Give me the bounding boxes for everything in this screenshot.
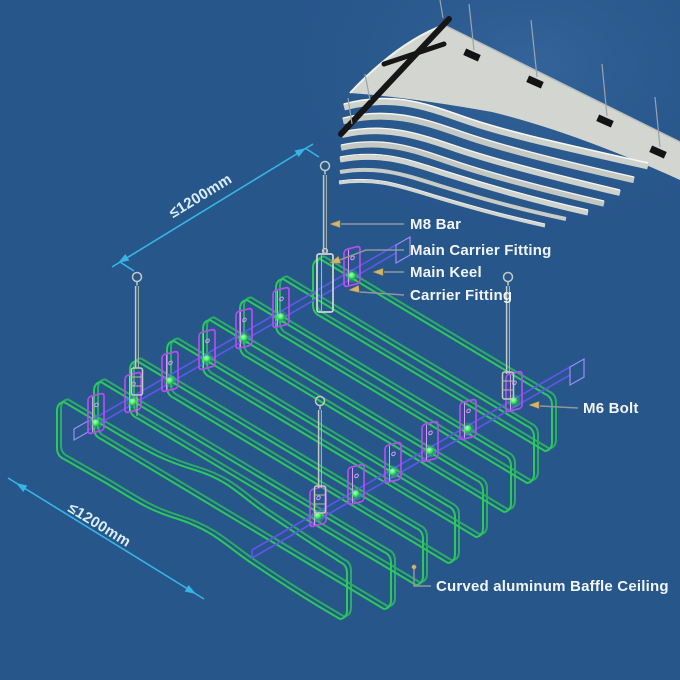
baffle-blade [275, 278, 535, 484]
carrier-clip [526, 75, 544, 89]
label-m6-bolt: M6 Bolt [583, 400, 639, 417]
baffle-blade-wavy [56, 401, 348, 620]
hanger-rod-bottom [313, 395, 327, 514]
baffle-blade [202, 319, 484, 538]
baffle-blade [239, 299, 512, 513]
carrier-clip [463, 48, 481, 62]
carrier-bar-cross [381, 41, 447, 67]
leaders [328, 220, 579, 587]
leader-carrier-fitting [348, 285, 405, 296]
carrier-clip [596, 114, 614, 128]
blade-edge-right [443, 24, 680, 143]
baffle-blade-top-face [350, 25, 680, 180]
carrier-bars [338, 16, 667, 159]
label-baffle-ceiling: Curved aluminum Baffle Ceiling [436, 578, 669, 595]
leader-baffle-ceiling [411, 564, 431, 587]
carrier-clip [649, 145, 667, 159]
label-main-keel: Main Keel [410, 264, 482, 281]
label-m8-bar: M8 Bar [410, 216, 461, 233]
labels: M8 Bar Main Carrier Fitting Main Keel Ca… [410, 216, 669, 595]
label-main-carrier-fitting: Main Carrier Fitting [410, 242, 552, 259]
baffle-blade [166, 340, 456, 564]
leader-m6-bolt [528, 401, 579, 409]
hanger-rod-center [316, 160, 334, 313]
leader-m8-bar [329, 220, 404, 228]
hanger-rod-right [501, 271, 515, 400]
hanger-rod-left [130, 271, 144, 416]
carrier-bar-left [338, 16, 452, 137]
blade-edge-highlight [349, 24, 445, 94]
baffle-blade [129, 360, 424, 586]
wireframe-diagram: ≤1200mm ≤1200mm [7, 143, 669, 620]
leader-main-carrier-fitting [328, 249, 404, 267]
label-carrier-fitting: Carrier Fitting [410, 287, 512, 304]
leader-main-keel [372, 268, 404, 276]
main-carrier-fitting-part [316, 247, 334, 313]
product-photo-curved-baffles [338, 0, 680, 228]
baffle-blade [312, 258, 553, 452]
wavy-blade-stack [338, 97, 649, 228]
hanger-wires [347, 0, 661, 148]
baffle-blade [93, 381, 392, 610]
baffle-blades [56, 255, 557, 620]
